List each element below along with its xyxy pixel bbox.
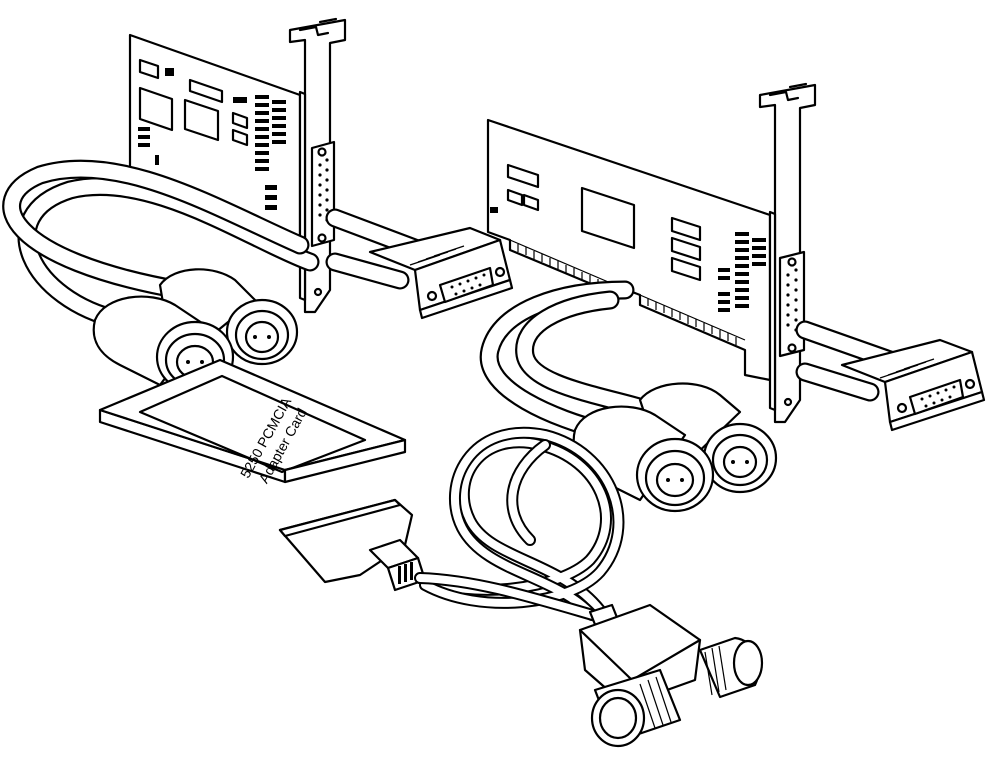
pcmcia-adapter-card: 5250 PCMCIA Adapter Card: [98, 358, 427, 592]
left-card-db15-socket: [310, 140, 336, 248]
left-twinax-cables: [2, 159, 320, 330]
left-card-chips: [138, 58, 286, 210]
right-db15-cable-plug: [840, 338, 986, 432]
left-adapter-card: [128, 17, 430, 314]
right-card-chips: [490, 163, 766, 312]
right-adapter-card: [486, 82, 900, 424]
right-twinax-connector-pair: [572, 382, 778, 513]
left-twinax-connector-pair: [92, 268, 299, 394]
right-card-db15-socket: [778, 250, 806, 358]
twinax-t-connector: [578, 603, 764, 748]
coiled-cable: [414, 427, 625, 621]
left-db15-cable-plug: [368, 226, 514, 320]
right-card-bracket: [758, 82, 817, 424]
right-twinax-cables: [479, 280, 660, 440]
